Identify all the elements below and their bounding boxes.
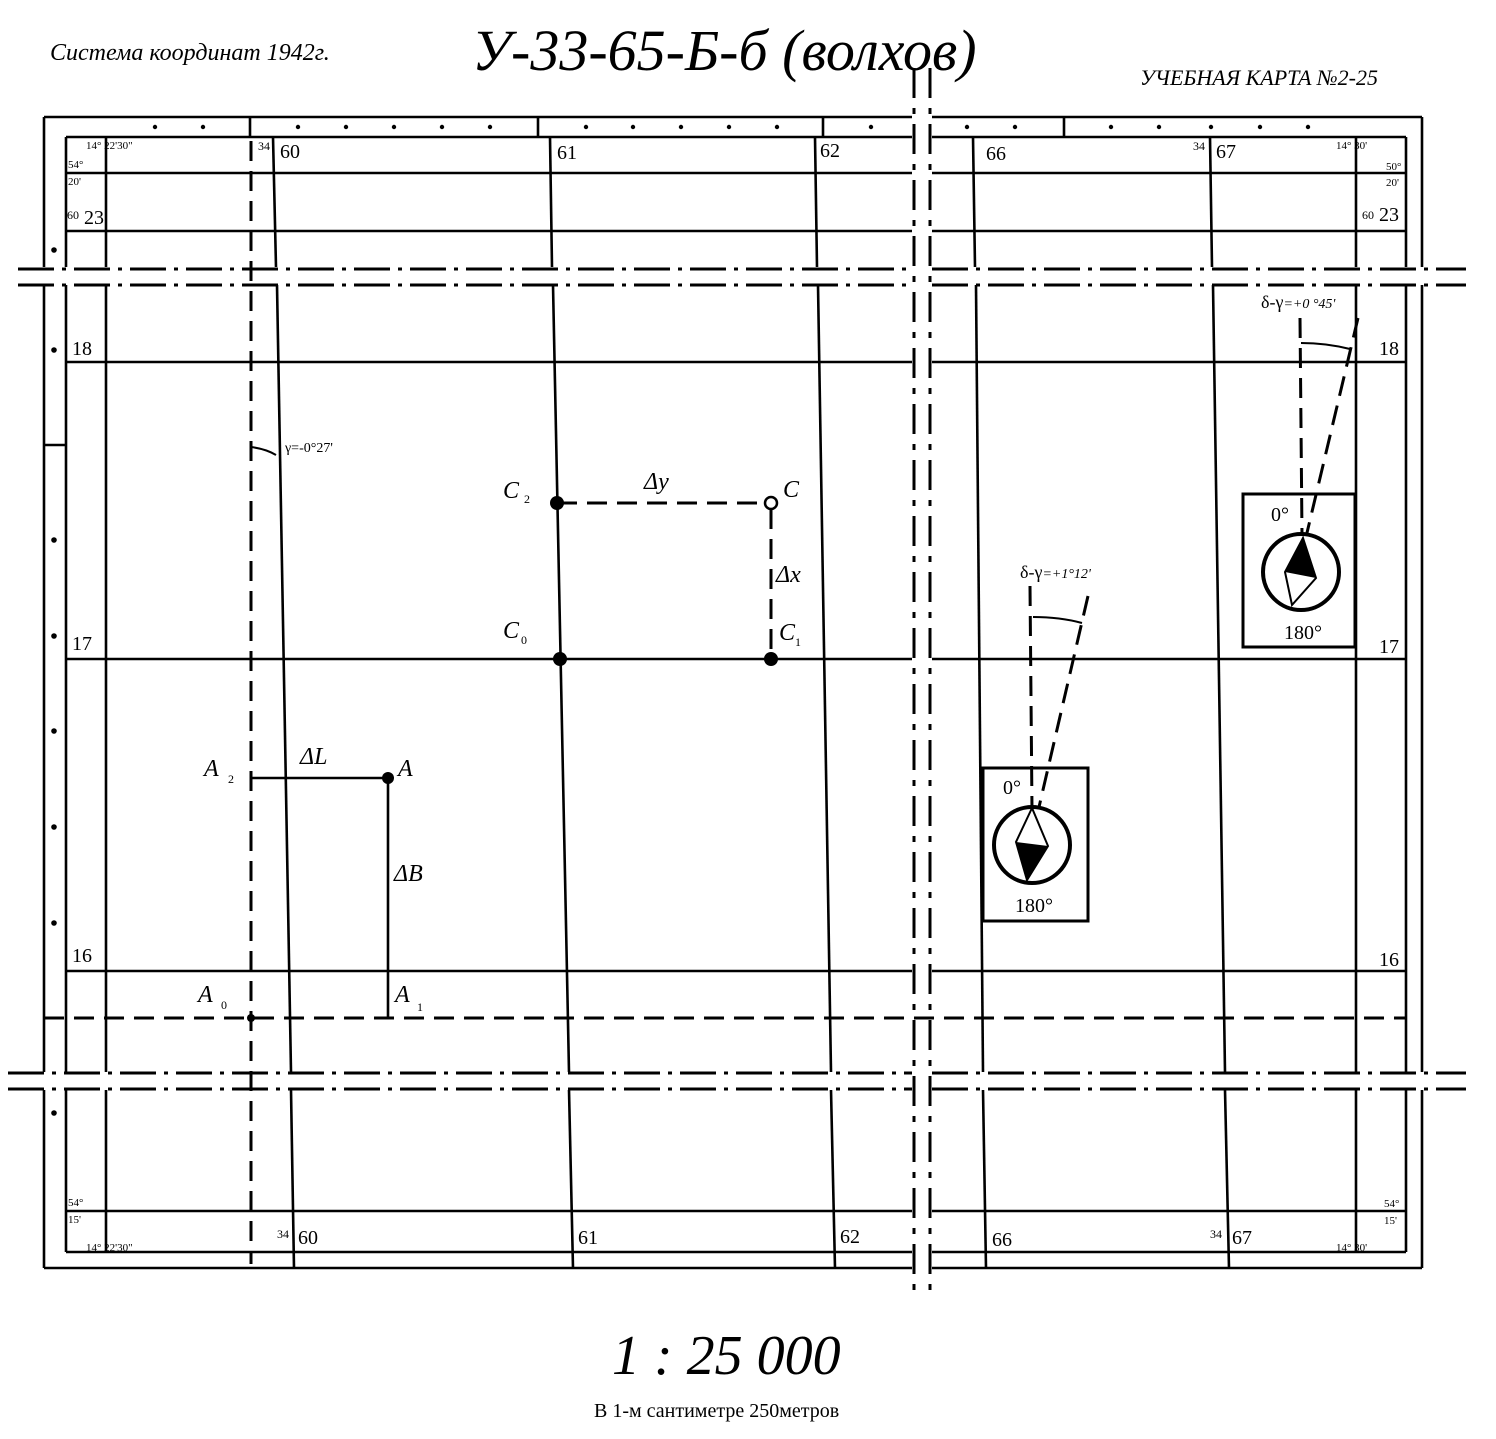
compass-1-zero: 0° <box>1003 777 1021 799</box>
compass-2-correction: δ-γ=+0 °45' <box>1261 292 1336 312</box>
northing-left-17: 17 <box>72 633 92 655</box>
svg-text:54°: 54° <box>1384 1198 1399 1210</box>
easting-top-60: 60 <box>280 141 300 163</box>
easting-top-67: 67 <box>1216 141 1236 163</box>
svg-text:0: 0 <box>521 633 527 647</box>
northing-right-17: 17 <box>1379 636 1399 658</box>
easting-bottom-66: 66 <box>992 1229 1012 1251</box>
svg-text:14° 30': 14° 30' <box>1336 1242 1367 1254</box>
label-a2: A <box>202 756 219 782</box>
point-a <box>382 772 394 784</box>
northing-left-16: 16 <box>72 945 92 967</box>
point-c2 <box>550 496 564 510</box>
easting-top-61: 61 <box>557 142 577 164</box>
northing-left-18: 18 <box>72 338 92 360</box>
svg-text:1: 1 <box>795 635 801 649</box>
construction-c: C 2 Δy C Δx C 0 C 1 <box>503 469 801 666</box>
compass-2: δ-γ=+0 °45' 0° 180° <box>1241 292 1360 649</box>
svg-text:1: 1 <box>417 1000 423 1014</box>
easting-bottom-62: 62 <box>840 1226 860 1248</box>
label-c2: C <box>503 478 520 504</box>
svg-text:14° 22'30": 14° 22'30" <box>86 140 133 152</box>
svg-text:15': 15' <box>1384 1215 1397 1227</box>
point-c1 <box>764 652 778 666</box>
svg-text:20': 20' <box>1386 177 1399 189</box>
svg-text:50°: 50° <box>1386 161 1401 173</box>
northing-right-18: 18 <box>1379 338 1399 360</box>
northing-left-23: 23 <box>84 207 104 229</box>
svg-text:60: 60 <box>67 208 79 222</box>
easting-bottom-61: 61 <box>578 1227 598 1249</box>
compass-1: δ-γ=+1°12' 0° 180° <box>981 562 1092 923</box>
svg-text:14° 30': 14° 30' <box>1336 140 1367 152</box>
svg-text:34: 34 <box>1193 139 1205 153</box>
svg-text:54°: 54° <box>68 1197 83 1209</box>
compass-1-correction: δ-γ=+1°12' <box>1020 562 1092 582</box>
easting-grid <box>271 136 1231 1269</box>
frame-labels: 14° 22'30" 54° 20' 14° 30' 50° 20' 54° 1… <box>67 139 1401 1254</box>
scale-caption: В 1-м сантиметре 250метров <box>594 1400 839 1422</box>
frame-dots <box>51 124 1311 1116</box>
label-delta-x: Δx <box>775 562 801 588</box>
northing-right-23: 23 <box>1379 204 1399 226</box>
label-a1: A <box>393 982 410 1008</box>
label-delta-b: ΔB <box>393 861 423 887</box>
map-frame <box>42 115 1424 1270</box>
compass-1-south: 180° <box>1015 895 1053 917</box>
coordinate-system-label: Система координат 1942г. <box>50 40 330 66</box>
svg-text:15': 15' <box>68 1214 81 1226</box>
scale-ratio: 1 : 25 000 <box>612 1325 841 1387</box>
label-a: A <box>396 756 413 782</box>
point-a0 <box>247 1014 255 1022</box>
easting-bottom-60: 60 <box>298 1227 318 1249</box>
svg-text:54°: 54° <box>68 159 83 171</box>
label-c: C <box>783 477 800 503</box>
easting-bottom-67: 67 <box>1232 1227 1252 1249</box>
easting-top-66: 66 <box>986 143 1006 165</box>
label-delta-l: ΔL <box>299 744 327 770</box>
sheet-title: У-33-65-Б-б (волхов) <box>472 18 977 83</box>
svg-text:2: 2 <box>228 772 234 786</box>
point-c0 <box>553 652 567 666</box>
svg-text:34: 34 <box>277 1227 289 1241</box>
label-c1: C <box>779 620 796 646</box>
construction-a: γ=-0°27' A A 2 ΔL ΔB A 0 A 1 <box>196 441 423 1022</box>
compass-2-zero: 0° <box>1271 504 1289 526</box>
northing-grid <box>66 171 1406 1213</box>
compass-2-south: 180° <box>1284 622 1322 644</box>
edition-label: УЧЕБНАЯ КАРТА №2-25 <box>1140 65 1378 90</box>
label-a0: A <box>196 982 213 1008</box>
gamma-label: γ=-0°27' <box>284 441 333 456</box>
svg-text:14° 22'30": 14° 22'30" <box>86 1242 133 1254</box>
label-c0: C <box>503 618 520 644</box>
svg-text:2: 2 <box>524 492 530 506</box>
svg-text:0: 0 <box>221 998 227 1012</box>
svg-text:34: 34 <box>1210 1227 1222 1241</box>
easting-top-62: 62 <box>820 140 840 162</box>
point-c <box>763 495 779 511</box>
svg-text:34: 34 <box>258 139 270 153</box>
svg-text:60: 60 <box>1362 208 1374 222</box>
northing-right-16: 16 <box>1379 949 1399 971</box>
sheet-break-lines <box>8 68 1466 1292</box>
svg-text:20': 20' <box>68 176 81 188</box>
label-delta-y: Δy <box>643 469 669 495</box>
